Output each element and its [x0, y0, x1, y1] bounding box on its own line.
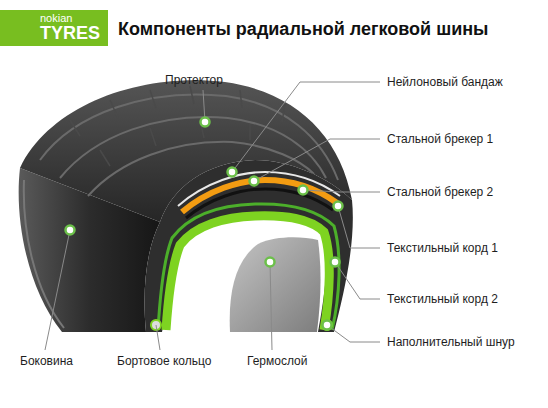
part-label: Бортовое кольцо: [117, 354, 211, 368]
leader-lines: [45, 82, 380, 350]
part-label: Текстильный корд 2: [387, 292, 498, 306]
part-label: Нейлоновый бандаж: [387, 75, 503, 89]
callout-dots: [66, 118, 343, 330]
logo-box: nokianTYRES: [0, 10, 108, 46]
part-label: Наполнительный шнур: [387, 335, 515, 349]
part-label: Стальной брекер 1: [387, 132, 493, 146]
part-label: Текстильный корд 1: [387, 241, 498, 255]
logo-subword: TYRES: [40, 23, 100, 43]
sidewall-highlight: [24, 180, 64, 328]
part-label: Боковина: [20, 354, 73, 368]
cross-section: [145, 160, 353, 332]
part-label: Гермослой: [247, 354, 307, 368]
steel-belt: [182, 180, 337, 212]
bead-ring: [322, 320, 332, 330]
part-label: Протектор: [165, 73, 223, 87]
part-label: Стальной брекер 2: [387, 185, 493, 199]
inner-liner: [230, 237, 321, 332]
diagram-title: Компоненты радиальной легковой шины: [118, 19, 489, 40]
tread-sipes: [70, 86, 285, 166]
